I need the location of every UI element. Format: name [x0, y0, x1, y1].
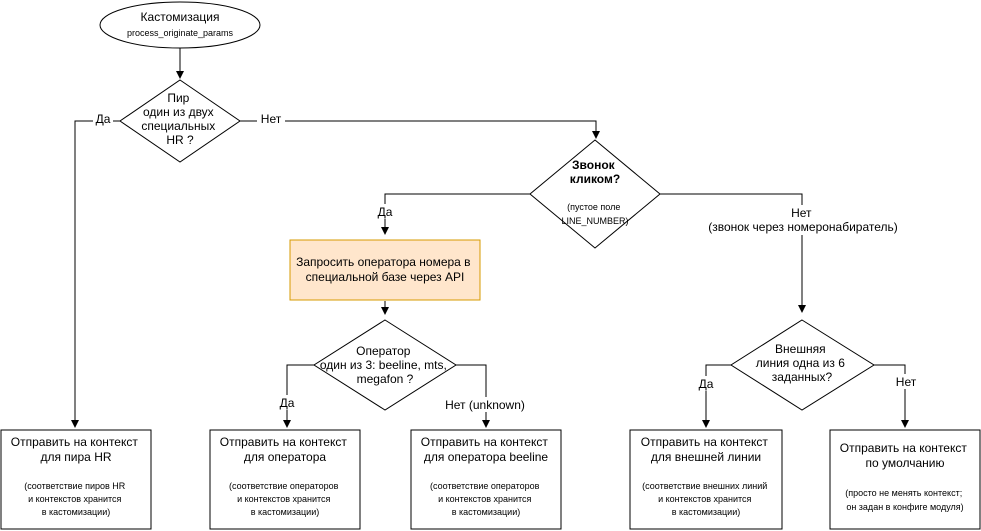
decision-diamond — [313, 319, 457, 411]
context-title-line: Отправить на контекст — [11, 435, 139, 449]
context-title: Отправить на контекст для оператора beel… — [421, 435, 551, 464]
context-note-line: в кастомизации) — [251, 507, 320, 517]
start-ellipse — [99, 1, 261, 49]
context-title-line: Отправить на контекст — [220, 435, 348, 449]
edge-operator-no — [456, 364, 490, 428]
edge-label-peer-no: Нет — [261, 112, 282, 126]
context-box — [0, 429, 152, 530]
context-title-line: Отправить на контекст — [421, 435, 549, 449]
context-title-line: для оператора — [244, 450, 326, 464]
edge-labels: Да Нет Да Нет (звонок через номеронабира… — [93, 111, 919, 412]
decision-line: заданных? — [772, 370, 833, 384]
edge-peer-yes — [71, 120, 120, 428]
node-request-operator: Запросить оператора номера в специальной… — [289, 239, 481, 301]
decision-note-line: (пустое поле — [567, 202, 620, 212]
node-context-default: Отправить на контекст по умолчанию (прос… — [829, 429, 981, 530]
decision-operator-text: Оператор один из 3: beeline, mts, megafo… — [320, 344, 450, 386]
context-title-line: для внешней линии — [651, 450, 761, 464]
decision-line: один из двух — [143, 105, 214, 119]
decision-diamond — [529, 139, 661, 249]
context-note-line: (просто не менять контекст; — [845, 488, 962, 498]
node-decision-extline: Внешняя линия одна из 6 заданных? — [730, 319, 875, 411]
context-note-line: он задан в конфиге модуля) — [846, 502, 963, 512]
decision-click-note: (пустое поле LINE_NUMBER) — [561, 202, 628, 226]
context-note-line: и контекстов хранится — [28, 494, 121, 504]
context-title: Отправить на контекст для пира HR — [11, 435, 141, 464]
edge-extline-yes — [702, 364, 731, 428]
decision-line: Внешняя — [775, 342, 826, 356]
edge-click-yes — [381, 193, 530, 235]
decision-line: специальных — [141, 119, 215, 133]
node-start: Кастомизация process_originate_params — [99, 1, 261, 49]
context-title-line: Отправить на контекст — [641, 435, 769, 449]
context-title: Отправить на контекст для оператора — [220, 435, 350, 464]
edge-extline-no — [874, 364, 909, 428]
node-context-hr: Отправить на контекст для пира HR (соотв… — [0, 429, 152, 530]
context-note-line: и контекстов хранится — [438, 494, 531, 504]
context-note-line: (соответствие внешних линий — [642, 481, 767, 491]
context-note: (просто не менять контекст; он задан в к… — [845, 488, 964, 512]
context-box — [209, 429, 361, 530]
decision-line: кликом? — [570, 172, 620, 186]
context-note: (соответствие операторов и контекстов хр… — [430, 481, 542, 517]
context-note-line: в кастомизации) — [452, 507, 521, 517]
decision-line: линия одна из 6 — [756, 356, 845, 370]
start-subtitle: process_originate_params — [127, 28, 234, 38]
edge-click-no — [660, 193, 806, 313]
context-note-line: и контекстов хранится — [237, 494, 330, 504]
context-title-line: для оператора beeline — [424, 450, 549, 464]
decision-line: Пир — [167, 91, 189, 105]
context-note-line: в кастомизации) — [42, 507, 111, 517]
decision-line: один из 3: beeline, mts, — [320, 358, 447, 372]
context-note-line: и контекстов хранится — [658, 494, 751, 504]
decision-line: Оператор — [356, 344, 411, 358]
decision-note-line: LINE_NUMBER) — [561, 216, 628, 226]
node-decision-peer: Пир один из двух специальных HR ? — [119, 79, 241, 163]
context-note: (соответствие операторов и контекстов хр… — [229, 481, 341, 517]
decision-peer-text: Пир один из двух специальных HR ? — [141, 91, 218, 147]
context-title-line: по умолчанию — [865, 456, 944, 470]
context-note: (соответствие внешних линий и контекстов… — [642, 481, 770, 517]
node-context-beeline: Отправить на контекст для оператора beel… — [410, 429, 562, 530]
edge-label-operator-no: Нет (unknown) — [445, 398, 525, 412]
context-title-line: для пира HR — [40, 450, 111, 464]
edge-label-click-yes: Да — [378, 205, 393, 219]
decision-click-text: Звонок кликом? — [570, 158, 620, 186]
node-decision-click: Звонок кликом? (пустое поле LINE_NUMBER) — [529, 139, 661, 249]
process-line: Запросить оператора номера в — [296, 255, 470, 269]
decision-line: Звонок — [572, 158, 616, 172]
context-note-line: в кастомизации) — [672, 507, 741, 517]
context-box — [410, 429, 562, 530]
process-box-highlight — [289, 239, 481, 301]
context-note-line: (соответствие пиров HR — [24, 481, 126, 491]
context-box — [629, 429, 783, 530]
context-title: Отправить на контекст для внешней линии — [641, 435, 771, 464]
decision-line: megafon ? — [357, 372, 414, 386]
edge-peer-no — [240, 120, 600, 139]
node-context-extline: Отправить на контекст для внешней линии … — [629, 429, 783, 530]
decision-extline-text: Внешняя линия одна из 6 заданных? — [756, 342, 848, 384]
process-line: специальной базе через API — [306, 270, 465, 284]
edge-label-click-no: Нет (звонок через номеронабиратель) — [708, 206, 898, 234]
edge-label-peer-yes: Да — [96, 112, 111, 126]
context-note-line: (соответствие операторов — [229, 481, 339, 491]
context-note: (соответствие пиров HR и контекстов хран… — [24, 481, 128, 517]
decision-diamond — [119, 79, 241, 163]
decision-line: HR ? — [166, 133, 194, 147]
context-box — [829, 429, 981, 530]
edge-label-click-no-line: (звонок через номеронабиратель) — [708, 220, 898, 234]
context-title: Отправить на контекст по умолчанию — [840, 441, 970, 470]
edge-label-operator-yes: Да — [280, 396, 295, 410]
start-title: Кастомизация — [141, 10, 220, 24]
context-note-line: (соответствие операторов — [430, 481, 540, 491]
request-operator-text: Запросить оператора номера в специальной… — [296, 255, 474, 284]
edge-label-click-no-line: Нет — [791, 206, 812, 220]
context-title-line: Отправить на контекст — [840, 441, 968, 455]
edge-label-extline-yes: Да — [699, 377, 714, 391]
decision-diamond — [730, 319, 875, 411]
edge-label-extline-no: Нет — [896, 375, 917, 389]
node-context-operator: Отправить на контекст для оператора (соо… — [209, 429, 361, 530]
node-decision-operator: Оператор один из 3: beeline, mts, megafo… — [313, 319, 457, 411]
